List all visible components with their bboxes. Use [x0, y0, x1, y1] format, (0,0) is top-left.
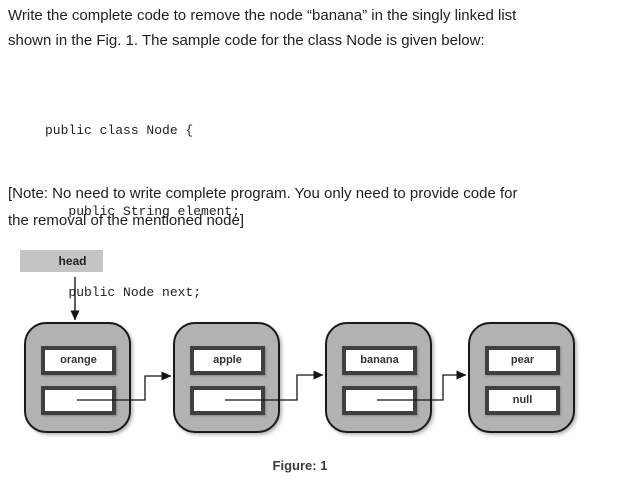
next-pointer-cell: null: [485, 386, 560, 415]
list-node-apple: apple: [173, 322, 280, 433]
question-line-2: shown in the Fig. 1. The sample code for…: [8, 32, 485, 49]
element-cell: apple: [190, 346, 265, 375]
note-text: [Note: No need to write complete program…: [8, 180, 614, 234]
code-line: public class Node {: [45, 123, 194, 138]
list-node-orange: orange: [24, 322, 131, 433]
element-cell: banana: [342, 346, 417, 375]
node-label: banana: [360, 354, 399, 366]
list-node-pear: pear null: [468, 322, 575, 433]
next-pointer-cell: [41, 386, 116, 415]
element-cell: orange: [41, 346, 116, 375]
element-cell: pear: [485, 346, 560, 375]
node-label: pear: [510, 354, 535, 366]
code-line: public String element;: [45, 204, 241, 219]
next-pointer-cell: [190, 386, 265, 415]
question-text: Write the complete code to remove the no…: [8, 3, 614, 53]
note-line-1: [Note: No need to write complete program…: [8, 185, 518, 202]
figure-caption: Figure: 1: [272, 458, 328, 473]
code-block: public class Node { public String elemen…: [45, 63, 240, 414]
node-label: apple: [213, 354, 242, 366]
question-line-1: Write the complete code to remove the no…: [8, 7, 517, 24]
note-line-2: the removal of the mentioned node]: [8, 212, 244, 229]
head-label: head: [20, 250, 103, 272]
next-pointer-cell: [342, 386, 417, 415]
node-label: orange: [60, 354, 97, 366]
code-line: public Node next;: [45, 285, 202, 300]
list-node-banana: banana: [325, 322, 432, 433]
next-value: null: [512, 394, 533, 406]
